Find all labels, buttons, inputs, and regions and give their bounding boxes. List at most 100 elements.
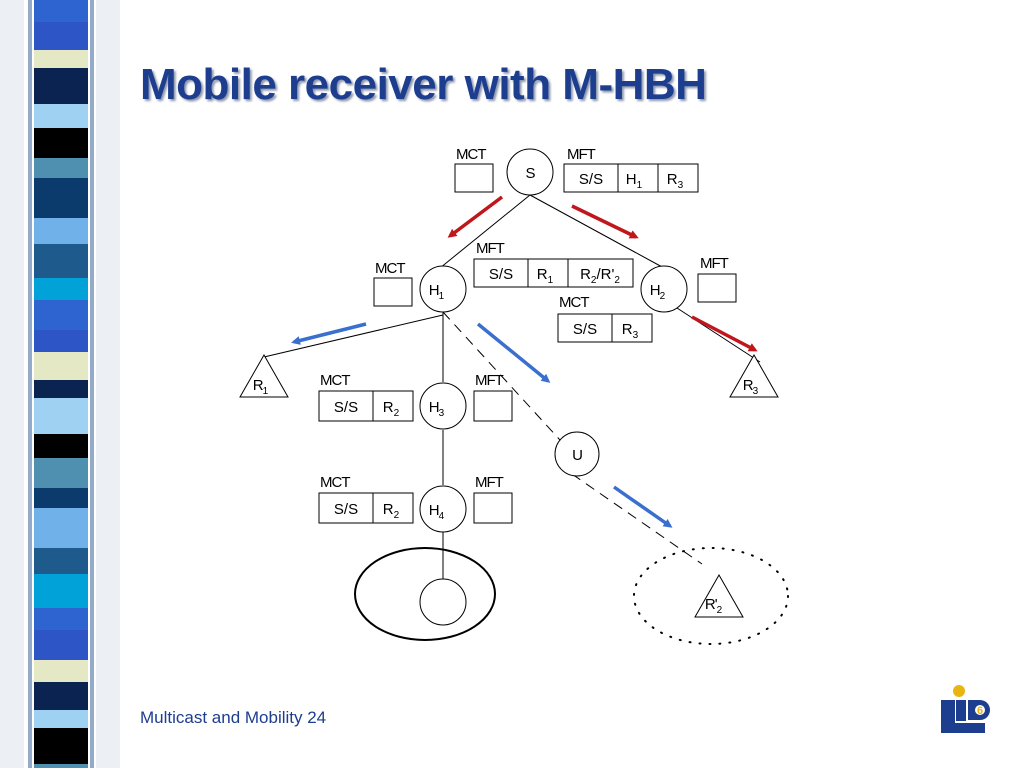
blue-arrow-h1-u: [476, 322, 551, 383]
slide-title: Mobile receiver with M-HBH: [140, 60, 707, 109]
svg-text:U: U: [572, 447, 582, 464]
svg-text:R1: R1: [253, 377, 269, 397]
svg-text:H1: H1: [626, 171, 643, 191]
decorative-bar-segment: [34, 330, 88, 352]
blue-arrow-u-r2p: [612, 485, 673, 528]
node-h1-subscript: 1: [439, 291, 445, 302]
svg-text:R3: R3: [622, 321, 639, 341]
h1-mft-cell-r2p-sub: 2: [614, 275, 620, 286]
svg-text:R1: R1: [537, 266, 554, 286]
red-arrow-s-h2: [571, 204, 639, 239]
arrows: [291, 195, 758, 528]
decorative-bar-segment: [34, 630, 88, 660]
decorative-bar-segment: [34, 660, 88, 682]
svg-text:H1: H1: [429, 282, 445, 302]
decorative-bar-segment: [34, 710, 88, 728]
h2-mft-label: MFT: [700, 255, 729, 272]
node-h4-subscript: 4: [439, 511, 445, 522]
decorative-bar-segment: [34, 458, 88, 488]
h1-mct: MCT: [373, 260, 413, 307]
slide-footer: Multicast and Mobility 24: [140, 708, 327, 727]
decorative-bar-segment: [34, 488, 88, 508]
svg-text:MCT: MCT: [375, 260, 405, 277]
h3-mct-cell-r-sub: 2: [394, 408, 400, 419]
svg-text:S/S: S/S: [573, 321, 597, 338]
svg-text:H4: H4: [429, 502, 445, 522]
decorative-bar-segment: [34, 398, 88, 434]
svg-text:S/S: S/S: [334, 501, 358, 518]
decorative-bar-segment: [34, 0, 88, 22]
svg-text:MCT: MCT: [456, 146, 486, 163]
decorative-bar-segment: [34, 508, 88, 548]
node-u-label: U: [572, 447, 582, 464]
link-h2-r3: [676, 307, 761, 363]
svg-text:MFT: MFT: [475, 474, 504, 491]
s-mft-label: MFT: [567, 146, 596, 163]
decorative-bar-segment: [34, 434, 88, 458]
h3-mct: MCT S/S R2: [318, 372, 414, 422]
node-h2-label: H: [650, 282, 660, 299]
s-mct: MCT: [454, 146, 494, 193]
h4-mct-cell-ss: S/S: [334, 501, 358, 518]
node-h4-label: H: [429, 502, 439, 519]
node-s-label: S: [525, 165, 535, 182]
node-u: U: [554, 431, 600, 477]
receiver-r2p-subscript: 2: [717, 605, 723, 616]
decorative-bar-segment: [34, 300, 88, 330]
decorative-bar-segment: [34, 68, 88, 104]
s-mft-cell-h: H: [626, 171, 637, 188]
blue-arrow-h1-r1: [291, 322, 367, 345]
link-s-h2: [529, 194, 665, 269]
left-decorative-bar: [0, 0, 120, 768]
svg-text:MFT: MFT: [475, 372, 504, 389]
decorative-bar-segment: [34, 728, 88, 764]
svg-text:MCT: MCT: [320, 474, 350, 491]
moved-receiver-area: R'2: [633, 547, 789, 645]
h2-mft: MFT: [697, 255, 737, 303]
s-mft-cell-r: R: [667, 171, 678, 188]
decorative-bar-segment: [34, 178, 88, 218]
h2-mct-cell-ss: S/S: [573, 321, 597, 338]
svg-text:S: S: [525, 165, 535, 182]
link-h1-u-dashed: [442, 311, 561, 441]
decorative-bar-segment: [34, 128, 88, 158]
node-h4: H4: [419, 485, 467, 533]
red-arrow-h2-r3: [691, 315, 758, 352]
h2-mct-label: MCT: [559, 294, 589, 311]
h1-mct-label: MCT: [375, 260, 405, 277]
h1-mft-cell-r1-sub: 1: [548, 275, 554, 286]
svg-text:S/S: S/S: [334, 399, 358, 416]
h2-mct-cell-r-sub: 3: [633, 330, 639, 341]
lip6-logo: 6: [941, 685, 990, 733]
h4-mct-label: MCT: [320, 474, 350, 491]
node-h2: H2: [640, 265, 688, 313]
h4-mft: MFT: [473, 474, 513, 524]
h3-mct-label: MCT: [320, 372, 350, 389]
decorative-bar-segment: [34, 104, 88, 128]
decorative-bar-segment: [34, 352, 88, 380]
svg-text:MFT: MFT: [476, 240, 505, 257]
receiver-r3-subscript: 3: [753, 386, 759, 397]
link-s-h1: [439, 194, 531, 269]
svg-text:R2: R2: [383, 501, 400, 521]
decorative-bar-segment: [34, 682, 88, 710]
decorative-bar-segment: [34, 244, 88, 278]
h3-mct-cell-r: R: [383, 399, 394, 416]
h1-mft-cell-ss: S/S: [489, 266, 513, 283]
h1-mft-cell-r2p: /R': [596, 266, 614, 283]
decorative-bar-segment: [34, 158, 88, 178]
svg-text:R2/R'2: R2/R'2: [580, 266, 620, 286]
decorative-bar-segment: [34, 764, 88, 768]
s-mft-cell-ss: S/S: [579, 171, 603, 188]
receiver-r2p-label: R': [705, 596, 718, 613]
h1-mft-cell-r2: R: [580, 266, 591, 283]
node-h3-label: H: [429, 399, 439, 416]
svg-text:MFT: MFT: [700, 255, 729, 272]
h4-mct-cell-r-sub: 2: [394, 510, 400, 521]
svg-text:S/S: S/S: [579, 171, 603, 188]
h3-mft-label: MFT: [475, 372, 504, 389]
link-h1-r1: [263, 314, 444, 358]
s-mct-label: MCT: [456, 146, 486, 163]
local-host: [419, 578, 467, 626]
